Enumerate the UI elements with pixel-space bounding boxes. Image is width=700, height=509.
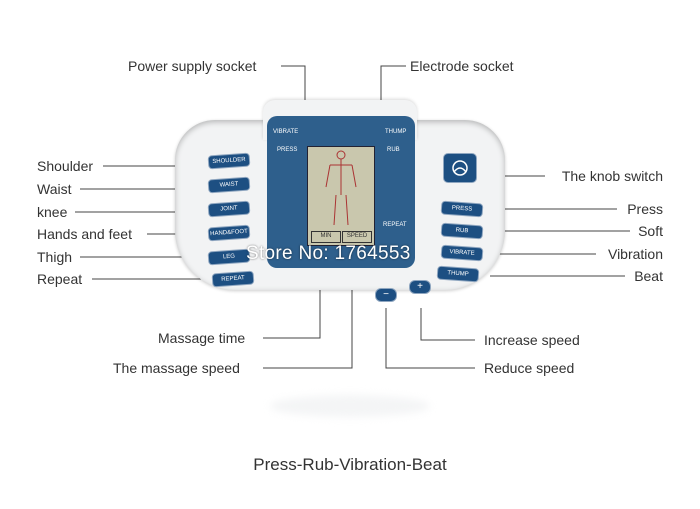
knob-logo-icon (452, 160, 468, 176)
increase-speed-line (420, 308, 475, 341)
label-knee: knee (37, 204, 68, 220)
massage-speed-line (263, 265, 353, 369)
vibrate-button[interactable]: VIBRATE (440, 244, 484, 262)
rub-button[interactable]: RUB (440, 222, 484, 240)
electrode-socket-line (380, 65, 406, 100)
shoulder-button[interactable]: SHOULDER (207, 152, 251, 170)
knob-switch[interactable] (443, 153, 477, 183)
lcd-speed-label: SPEED (346, 233, 368, 239)
screen-frame: VIBRATE PRESS THUMP RUB REPEAT MIN SPEED (267, 116, 415, 268)
thump-button[interactable]: THUMP (436, 265, 480, 283)
label-power-supply-socket: Power supply socket (128, 58, 257, 74)
screen-label-vibrate: VIBRATE (273, 129, 299, 135)
label-hands-and-feet: Hands and feet (37, 226, 132, 242)
joint-button[interactable]: JOINT (207, 200, 251, 218)
label-soft: Soft (638, 223, 663, 239)
label-shoulder: Shoulder (37, 158, 94, 174)
label-knob-switch: The knob switch (561, 168, 663, 184)
massage-time-readout: MIN (311, 231, 341, 243)
label-massage-time: Massage time (158, 330, 246, 346)
label-electrode-socket: Electrode socket (410, 58, 514, 74)
lcd-min-label: MIN (320, 233, 332, 239)
hand-foot-button[interactable]: HAND&FOOT (207, 224, 251, 242)
reduce-speed-line (385, 308, 475, 369)
press-button[interactable]: PRESS (440, 200, 484, 218)
caption: Press-Rub-Vibration-Beat (253, 455, 447, 474)
screen-label-repeat: REPEAT (383, 222, 407, 228)
repeat-button[interactable]: REPEAT (211, 270, 255, 288)
reduce-speed-button[interactable]: − (375, 288, 397, 302)
screen-label-rub: RUB (387, 147, 400, 153)
waist-button[interactable]: WAIST (207, 176, 251, 194)
label-waist: Waist (37, 181, 72, 197)
leg-button[interactable]: LEG (207, 248, 251, 266)
label-massage-speed: The massage speed (113, 360, 240, 376)
massage-speed-readout: SPEED (342, 231, 372, 243)
label-increase-speed: Increase speed (484, 332, 580, 348)
body-figure-icon (325, 150, 357, 226)
store-watermark: Store No: 1764553 (246, 243, 411, 264)
label-repeat: Repeat (37, 271, 83, 287)
screen-label-press: PRESS (277, 147, 298, 153)
massager-device: VIBRATE PRESS THUMP RUB REPEAT MIN SPEED… (175, 100, 505, 305)
screen-label-thump: THUMP (385, 129, 407, 135)
label-beat: Beat (634, 268, 663, 284)
label-vibration: Vibration (607, 246, 663, 262)
label-reduce-speed: Reduce speed (484, 360, 575, 376)
device-reflection (270, 395, 430, 417)
increase-speed-button[interactable]: + (409, 280, 431, 294)
label-thigh: Thigh (37, 249, 73, 265)
power-socket-line (281, 65, 306, 100)
label-press: Press (627, 201, 663, 217)
lcd-display: MIN SPEED (307, 146, 375, 246)
